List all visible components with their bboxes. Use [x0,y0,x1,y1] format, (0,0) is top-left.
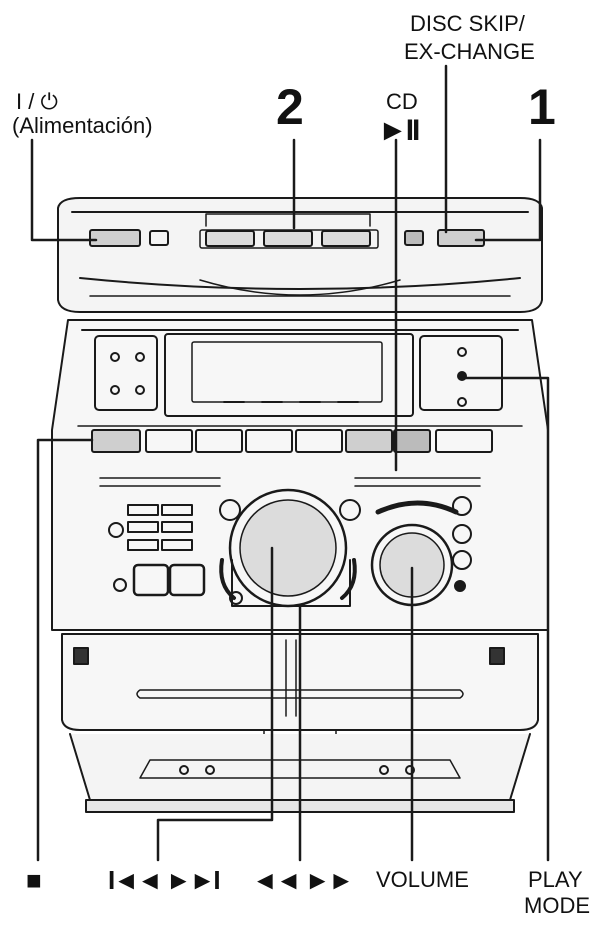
power-leader [30,138,98,242]
power-button [89,229,141,247]
left-indicator-panel [94,335,158,411]
right-indicator-panel [419,335,503,411]
stop-button [91,429,141,453]
tape-button [393,429,431,453]
play-mode-leader [464,376,550,862]
function-button-2 [195,429,243,453]
disc-skip-label-line2: EX-CHANGE [404,39,535,64]
step-1-leader [474,138,542,242]
disc-skip-button [437,229,485,247]
stop-label: ■ [26,865,42,895]
callout-lines [30,64,550,862]
volume-label: VOLUME [376,867,469,892]
small-knob-left [219,499,241,521]
function-button-3 [245,429,293,453]
top-button-strip [89,229,485,249]
play-mode-label-line1: PLAY [528,867,583,892]
square-button-1 [132,563,170,597]
play-pause-label: ►II [378,114,420,147]
jog-dial [239,499,337,597]
cd-play-button [345,429,393,453]
prev-next-leader [156,546,274,862]
power-name-label: (Alimentación) [12,113,153,138]
power-symbol-label: I / ⏻ [16,89,58,114]
function-button-row [77,425,523,453]
small-button-right [404,230,424,246]
cd-label: CD [386,89,418,114]
play-mode-label-line2: MODE [524,893,590,918]
disc-2-button [263,230,313,247]
small-knob-right [339,499,361,521]
tape-window-left [73,647,89,665]
function-button-4 [295,429,343,453]
step-1-label: 1 [528,79,556,135]
disc-1-button [205,230,255,247]
step-2-label: 2 [276,79,304,135]
prev-next-label: I◄◄ ►►I [108,865,221,895]
disc-3-button [321,230,371,247]
disc-skip-label-line1: DISC SKIP/ [410,11,525,36]
function-button-right [435,429,493,453]
cd-changer-lid [57,197,543,313]
function-button-1 [145,429,193,453]
small-button [149,230,169,246]
stop-leader [36,438,94,862]
display-screen [191,341,383,403]
rewind-ff-label: ◄◄ ►► [252,865,354,895]
display-frame [164,333,414,417]
square-button-2 [168,563,206,597]
tape-window-right [489,647,505,665]
